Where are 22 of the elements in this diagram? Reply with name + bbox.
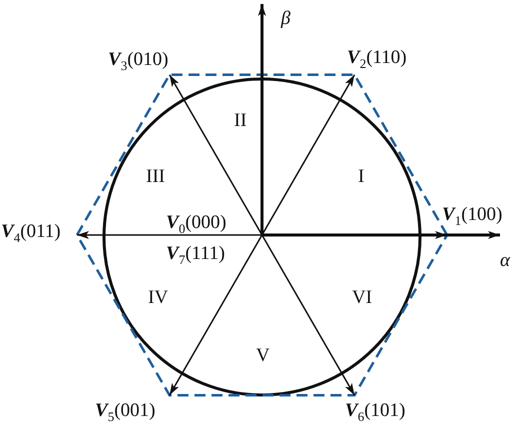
- sector-label: III: [146, 166, 165, 188]
- sector-label: VI: [352, 287, 372, 309]
- vector-label: V$_{4}$(011): [1, 220, 61, 247]
- vector-label: V$_{6}$(101): [345, 399, 406, 426]
- vector-label: V$_{0}$(000): [166, 211, 226, 238]
- vector-arrow: [168, 74, 263, 236]
- vector-label: V$_{7}$(111): [166, 242, 225, 269]
- sector-label: V: [256, 345, 270, 367]
- sector-label: I: [358, 166, 364, 188]
- vector-arrow: [77, 231, 262, 239]
- vector-label: V$_{5}$(001): [95, 399, 156, 426]
- axis-label: α: [500, 250, 510, 272]
- sector-label: IV: [148, 287, 168, 309]
- sector-label: II: [234, 110, 247, 132]
- vector-arrow: [262, 231, 447, 239]
- axis-label: β: [281, 8, 290, 30]
- vector-label: V$_{1}$(100): [442, 203, 502, 230]
- vector-arrow: [168, 234, 263, 396]
- vector-label: V$_{2}$(110): [347, 46, 407, 73]
- vector-arrow: [261, 234, 356, 396]
- vector-label: V$_{3}$(010): [108, 48, 168, 75]
- vector-arrow: [261, 74, 356, 236]
